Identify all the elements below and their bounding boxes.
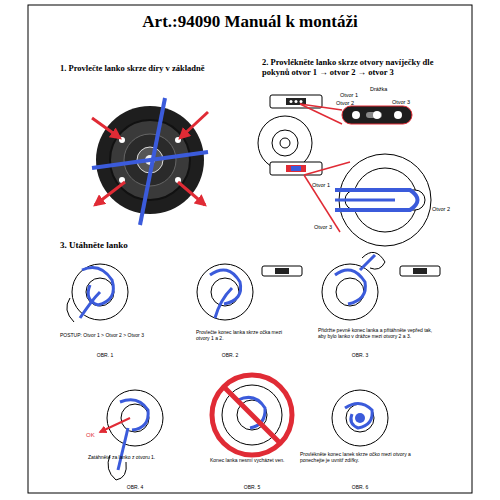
hole-detail [342, 106, 412, 124]
ok-mark: OK [86, 432, 106, 439]
cord-loop [335, 190, 418, 210]
figure-number: OBR. 2 [200, 353, 260, 359]
step-caption: Přidržte pevně konec lanka a přitáhněte … [318, 328, 433, 340]
part-label: Drážka [370, 86, 400, 92]
figure-number: OBR. 6 [330, 485, 390, 491]
section-heading: 1. Provlečte lanko skrze díry v základně [60, 64, 265, 74]
part-label: Otvor 2 [432, 206, 462, 212]
step-caption: Provlékněte konec lanek skrze očko mezi … [300, 452, 415, 464]
step-caption: Konec lanka nesmí vycházet ven. [210, 458, 305, 464]
page-title: Art.:94090 Manuál k montáži [0, 12, 500, 32]
section-heading: 2. Provlékněte lanko skrze otvory navíje… [262, 58, 452, 78]
part-label: Otvor 3 [392, 99, 422, 105]
figure-1 [67, 264, 128, 322]
spool-side-view [270, 162, 322, 175]
figure-4 [107, 390, 163, 480]
page-border [28, 5, 472, 493]
part-label: Otvor 2 [336, 100, 366, 106]
figure-3 [322, 252, 440, 320]
red-arrow [95, 182, 125, 205]
cord-loop [335, 199, 395, 202]
part-label: Otvor 3 [314, 224, 344, 230]
prohibition-sign [212, 375, 292, 455]
callout-line [300, 104, 342, 124]
line-blue [92, 152, 208, 168]
red-arrow [178, 182, 205, 205]
figure-5 [212, 375, 292, 455]
step-caption: POSTUP: Otvor 1 > Otvor 2 > Otvor 3 [60, 333, 170, 339]
callout-line [304, 162, 350, 175]
figure-number: OBR. 5 [222, 485, 282, 491]
figure-6 [332, 390, 388, 446]
figure-number: OBR. 4 [105, 485, 165, 491]
red-arrow [180, 112, 208, 138]
step-caption: Provlečte konec lanka skrze očka mezi ot… [196, 330, 296, 342]
prohibition-slash [224, 387, 280, 443]
red-arrow [100, 418, 130, 432]
step-caption: Zatáhněte za lanko z otvoru 1. [88, 455, 183, 461]
part-label: Otvor 1 [340, 92, 370, 98]
figure-number: OBR. 3 [330, 353, 390, 359]
red-arrow [92, 118, 120, 138]
section-heading: 3. Utáhněte lanko [60, 240, 260, 250]
figure-2 [197, 264, 302, 320]
part-label: Otvor 1 [312, 182, 342, 188]
figure-number: OBR. 1 [75, 353, 135, 359]
